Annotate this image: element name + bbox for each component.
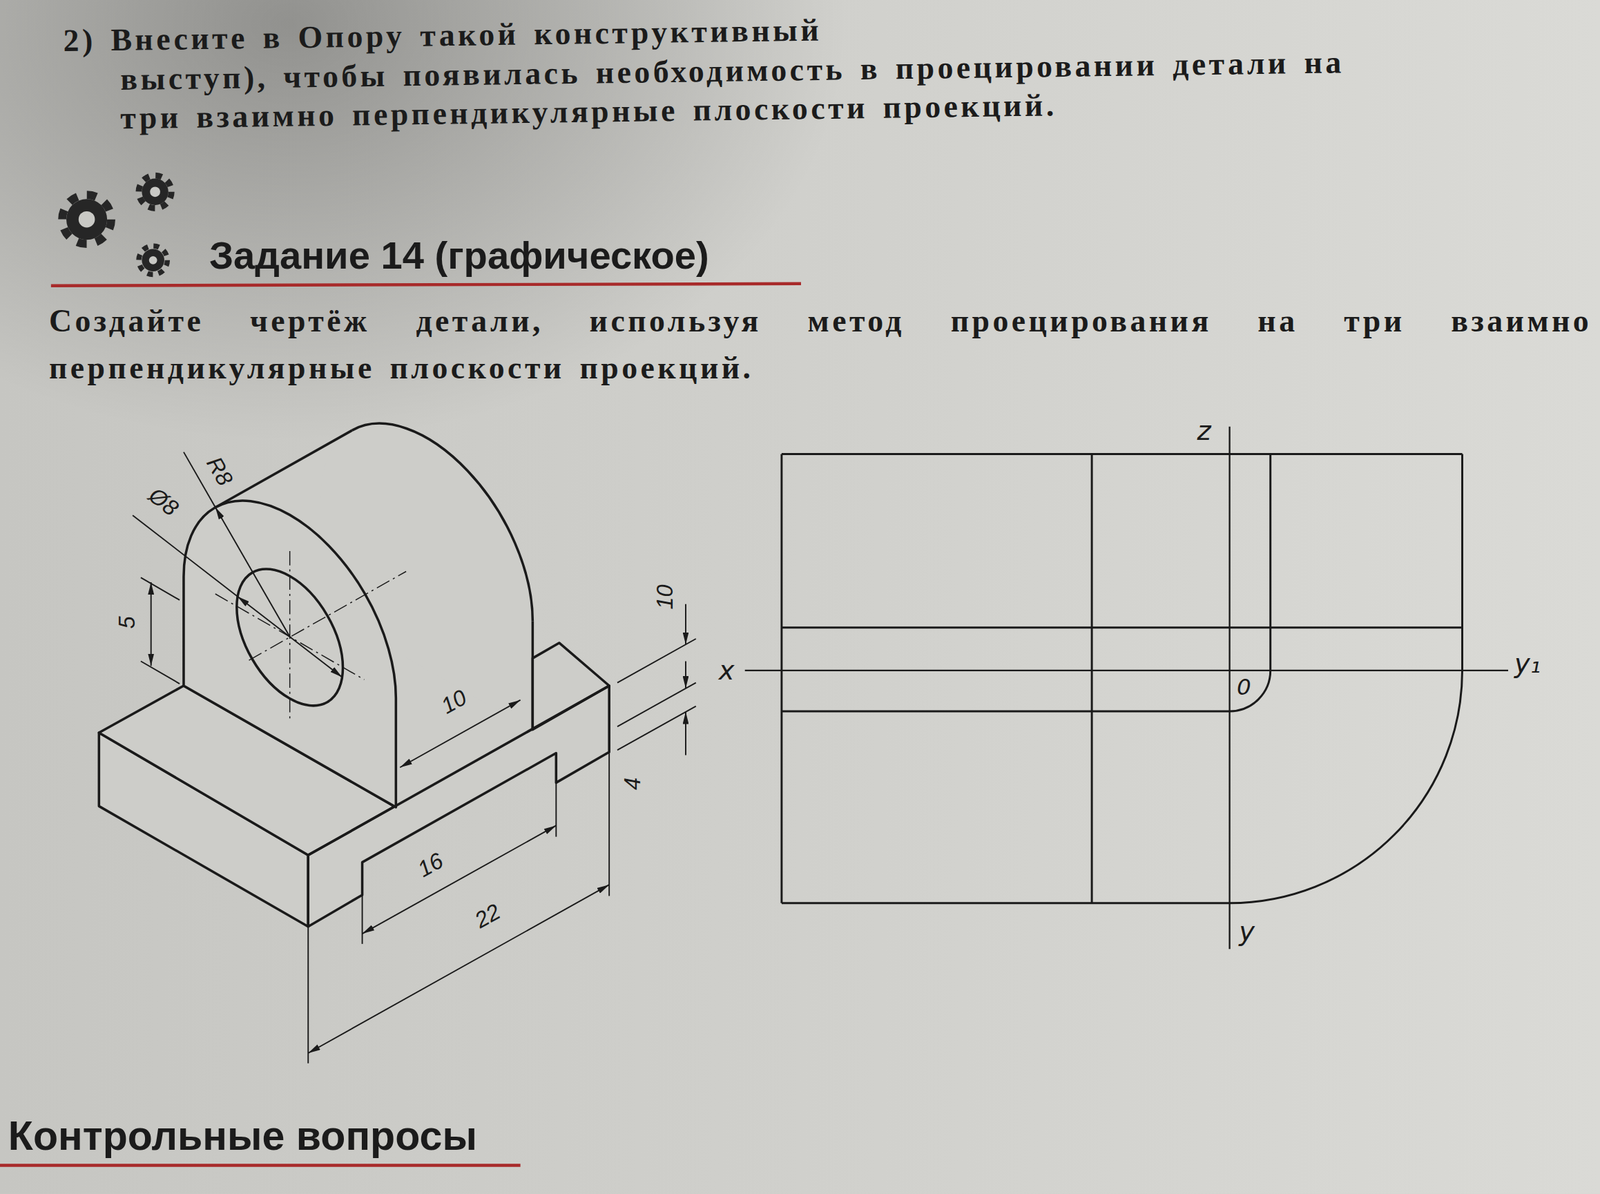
dimension-text: 5 bbox=[115, 615, 140, 629]
extension-line bbox=[555, 782, 557, 837]
axis-line bbox=[1228, 426, 1230, 950]
extension-line bbox=[617, 706, 697, 751]
dimension-line bbox=[685, 661, 687, 689]
frame-line bbox=[781, 901, 1230, 904]
axis-label: y bbox=[1238, 917, 1255, 946]
dimension-line bbox=[362, 825, 557, 934]
leader-line bbox=[132, 515, 238, 596]
dimension-text: 10 bbox=[653, 584, 678, 610]
frame-line bbox=[781, 452, 1463, 456]
extension-line bbox=[307, 926, 309, 1064]
frame-line bbox=[781, 454, 1271, 712]
dimension-line bbox=[215, 507, 291, 637]
task-text: Создайте чертёж детали, используя метод … bbox=[49, 297, 1592, 392]
task-heading: Задание 14 (графическое) bbox=[209, 232, 710, 278]
gear-teeth bbox=[138, 245, 168, 275]
axis-label: x bbox=[718, 656, 735, 685]
extension-line bbox=[140, 661, 180, 685]
dimensions bbox=[132, 452, 697, 1064]
dimension-line bbox=[307, 884, 610, 1054]
extension-line bbox=[617, 682, 697, 728]
dimension-text: 4 bbox=[620, 777, 645, 790]
extension-line bbox=[608, 752, 610, 896]
axis-line bbox=[745, 669, 1509, 672]
title-underline bbox=[51, 283, 802, 286]
gear-hole bbox=[78, 211, 96, 228]
center-line bbox=[249, 571, 407, 661]
frame-line bbox=[1461, 454, 1464, 671]
axis-label: z bbox=[1197, 416, 1212, 445]
frame-line bbox=[781, 626, 1463, 629]
transfer-arc bbox=[1229, 670, 1463, 904]
frame-line bbox=[780, 454, 783, 904]
gear-teeth bbox=[62, 194, 112, 244]
gear-icon bbox=[62, 175, 172, 275]
projection-frame bbox=[745, 426, 1509, 950]
dimension-line bbox=[685, 711, 687, 756]
dimension-line bbox=[150, 582, 152, 666]
isometric-part bbox=[98, 377, 610, 927]
frame-line bbox=[1091, 454, 1094, 904]
heading-underline bbox=[0, 1163, 521, 1167]
origin-label: 0 bbox=[1236, 675, 1252, 700]
extension-line bbox=[361, 894, 364, 944]
gear bbox=[66, 198, 108, 240]
extension-line bbox=[140, 577, 180, 601]
extension-line bbox=[617, 638, 697, 683]
gear bbox=[141, 249, 165, 273]
axis-label: y₁ bbox=[1514, 649, 1541, 678]
dimension-line bbox=[237, 596, 342, 678]
center-lines bbox=[215, 551, 407, 723]
gear-hole bbox=[149, 186, 161, 197]
gear-teeth bbox=[138, 175, 172, 208]
rib bbox=[532, 642, 610, 730]
gear-hole bbox=[149, 256, 158, 265]
upright-edge bbox=[215, 430, 353, 508]
section-heading: Контрольные вопросы bbox=[8, 1112, 478, 1160]
dimension-line bbox=[685, 604, 687, 645]
gear bbox=[141, 178, 168, 206]
